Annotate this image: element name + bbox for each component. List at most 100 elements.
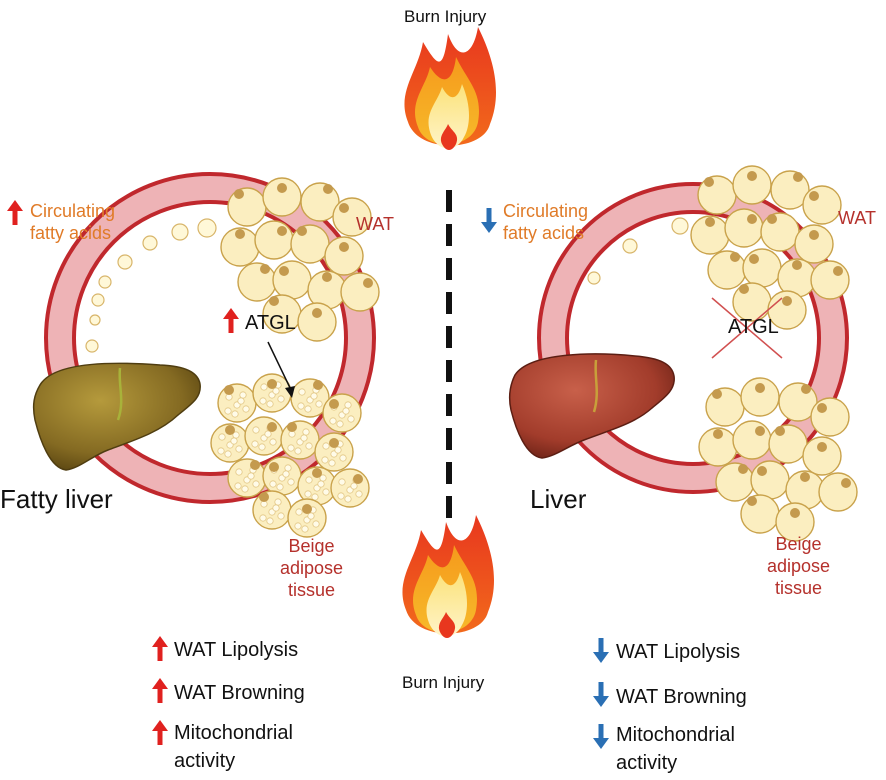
left-beige-lipid-droplet [344,495,352,503]
right-beige-adipocyte [802,436,842,476]
left-beige-lipid-droplet [322,488,330,496]
right-effect-activity: activity [616,752,678,774]
right-beige-adipocyte [732,420,772,460]
left-wat-nucleus [277,183,287,193]
left-beige-lipid-droplet [350,482,358,490]
left-beige-nucleus [302,504,312,514]
left-wat-nucleus [322,272,332,282]
right-beige-adipocyte [715,462,755,502]
fatty-liver-label: Fatty liver [0,484,113,514]
right-droplet [622,238,638,254]
left-droplet [117,254,133,270]
right-wat-nucleus [833,266,843,276]
left-beige-lipid-droplet [272,504,280,512]
right-wat-nucleus [730,252,740,262]
left-beige-lipid-droplet [307,512,315,520]
left-beige-line2: adipose [280,558,344,578]
left-wat-nucleus [339,203,349,213]
left-beige-lipid-droplet [252,480,260,488]
left-beige-lipid-droplet [264,430,272,438]
right-wat-nucleus [809,191,819,201]
flame-top-icon [404,27,497,150]
left-beige-lipid-droplet [276,483,284,491]
right-wat-adipocyte [707,250,747,290]
left-beige-lipid-droplet [347,415,355,423]
right-beige-line2: adipose [767,556,831,576]
left-beige-lipid-droplet [294,447,302,455]
left-beige-lipid-droplet [274,498,282,506]
left-wat-adipocyte [340,272,380,312]
right-wat-nucleus [792,260,802,270]
left-beige-line1: Beige [288,536,335,556]
right-circulating-down-arrow-icon [481,208,497,233]
left-beige-lipid-droplet [231,410,239,418]
left-beige-lipid-droplet [272,387,280,395]
left-mitochondrial-up-arrow-icon [152,720,168,745]
left-wat-nucleus [260,264,270,274]
left-beige-lipid-droplet [305,476,313,484]
burn-injury-top-label: Burn Injury [404,7,487,26]
left-wat-nucleus [312,308,322,318]
left-circulating-up-arrow-icon [7,200,23,225]
left-wat-adipocyte [324,236,364,276]
left-beige-lipid-droplet [284,464,292,472]
left-beige-lipid-droplet [241,485,249,493]
right-wat-label: WAT [838,208,876,228]
right-wat-adipocyte [724,208,764,248]
left-beige-lipid-droplet [224,407,232,415]
atgl-inhibited-cross [711,297,783,359]
left-beige-lipid-droplet [287,444,295,452]
right-wat-adipocyte [697,175,737,215]
left-beige-nucleus [267,422,277,432]
right-beige-adipocyte [775,502,815,542]
right-wat-nucleus [782,296,792,306]
left-beige-nucleus [313,380,323,390]
left-beige-lipid-droplet [224,450,232,458]
left-wat-nucleus [339,242,349,252]
left-beige-lipid-droplet [342,407,350,415]
left-beige-lipid-droplet [298,388,306,396]
right-wat-adipocyte [802,185,842,225]
right-beige-nucleus [747,496,757,506]
left-effect-browning: WAT Browning [174,682,305,704]
left-droplet [91,293,105,307]
left-beige-nucleus [329,399,339,409]
left-beige-nucleus [224,385,234,395]
left-wat-nucleus [279,266,289,276]
left-browning-up-arrow-icon [152,678,168,703]
left-beige-lipid-droplet [312,520,320,528]
left-beige-lipid-droplet [355,490,363,498]
right-beige-cluster [698,377,858,542]
left-atgl-label: ATGL [245,312,296,334]
left-wat-adipocyte [272,260,312,300]
left-beige-lipid-droplet [302,428,310,436]
right-wat-nucleus [704,177,714,187]
left-beige-lipid-droplet [336,420,344,428]
right-wat-nucleus [747,214,757,224]
left-beige-lipid-droplet [287,478,295,486]
left-effect-lipolysis: WAT Lipolysis [174,639,299,661]
left-beige-lipid-droplet [235,445,243,453]
left-circulating-label: Circulating fatty acids [30,200,115,244]
right-circulating-label: Circulating fatty acids [503,200,588,244]
liver-label: Liver [530,484,587,514]
left-beige-lipid-droplet [344,401,352,409]
left-beige-lipid-droplet [247,472,255,480]
left-atgl-up-arrow-icon [223,308,239,333]
right-effect-lipolysis: WAT Lipolysis [616,641,741,663]
right-beige-line3: tissue [775,578,823,598]
left-beige-nucleus [287,422,297,432]
left-beige-nucleus [329,438,339,448]
left-beige-lipid-droplet [334,446,342,454]
left-wat-label: WAT [356,214,394,234]
left-circulation-ring [44,172,376,504]
left-circulating-line2: fatty acids [30,223,112,243]
right-beige-line1: Beige [775,534,822,554]
left-beige-lipid-droplet [329,417,337,425]
right-effect-browning: WAT Browning [616,686,747,708]
right-beige-nucleus [800,472,810,482]
right-beige-nucleus [713,429,723,439]
left-beige-lipid-droplet [218,433,226,441]
left-wat-nucleus [235,229,245,239]
left-wat-nucleus [323,184,333,194]
